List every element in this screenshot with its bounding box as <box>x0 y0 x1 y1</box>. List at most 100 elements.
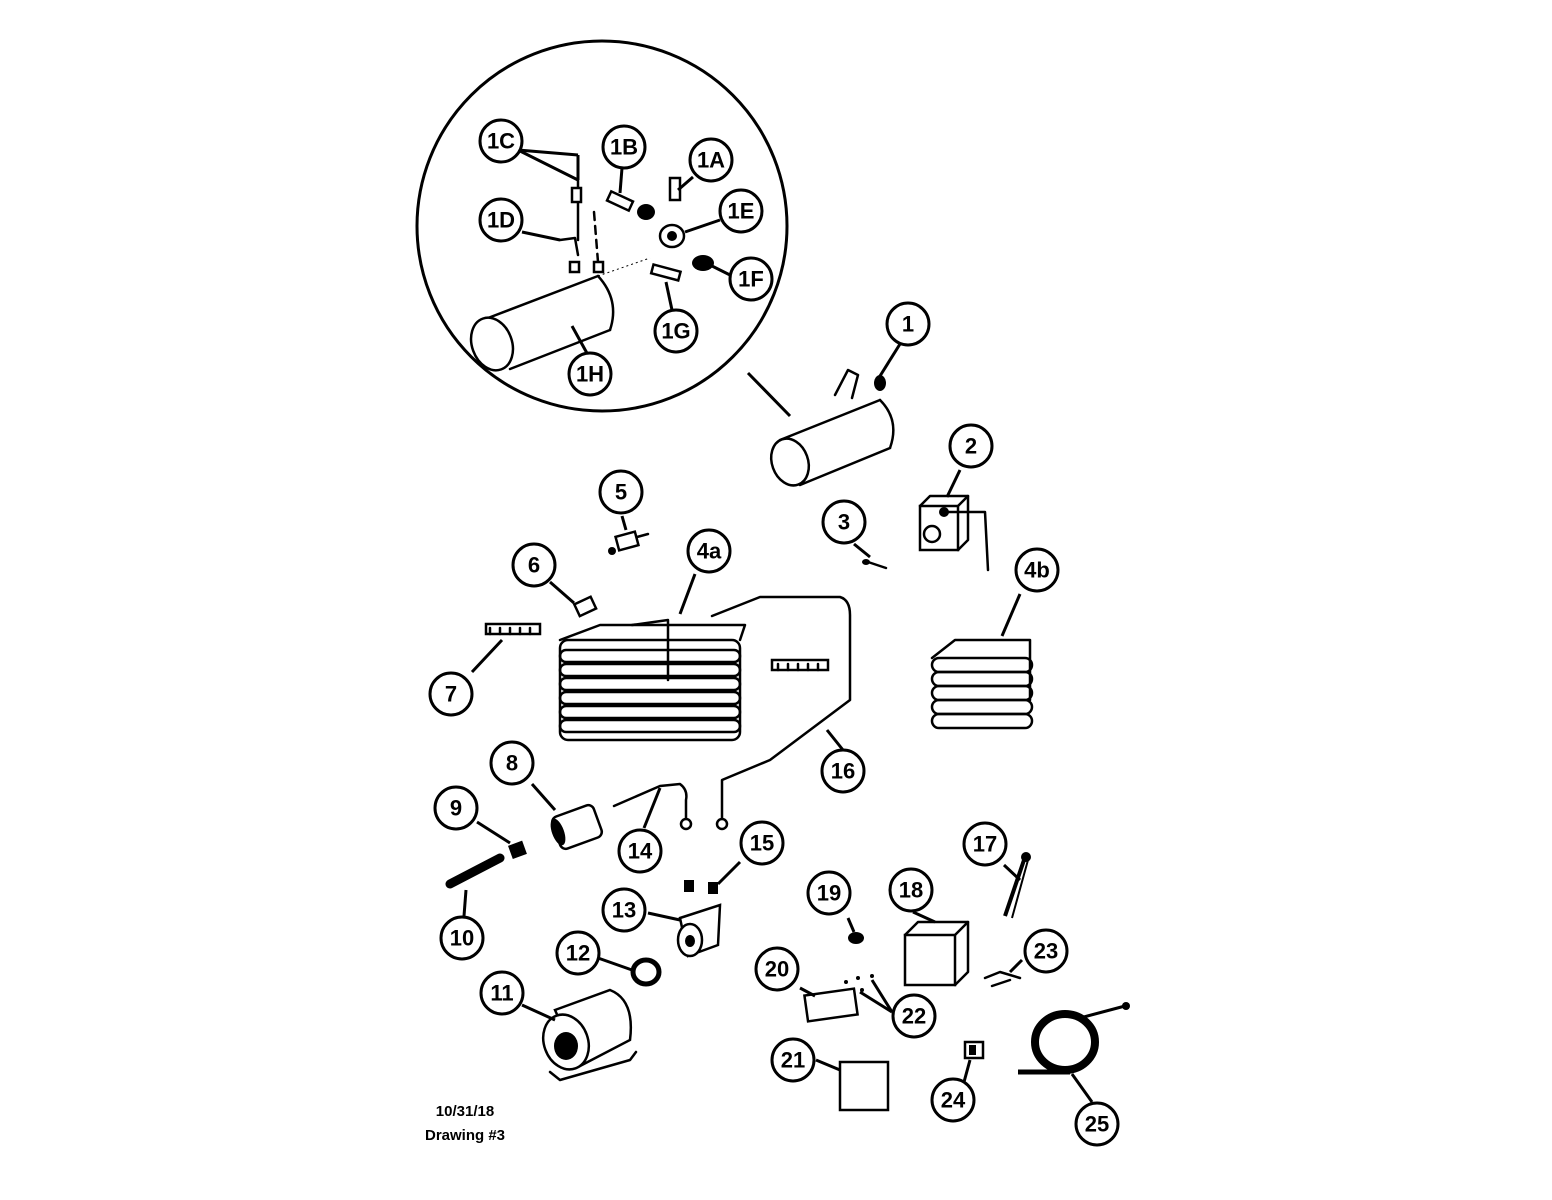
part-17-strap <box>1002 852 1031 919</box>
callout-11: 11 <box>479 970 525 1016</box>
svg-text:4a: 4a <box>697 539 722 564</box>
part-20-label <box>799 986 859 1023</box>
callout-10: 10 <box>439 915 485 961</box>
detail-leaders <box>517 148 731 356</box>
part-15-fittings <box>684 860 742 894</box>
part-1-tank <box>769 343 902 487</box>
callout-21: 21 <box>770 1037 816 1083</box>
detail-tube-1h <box>469 257 651 372</box>
part-14-tube <box>612 782 693 831</box>
part-5-valve <box>608 515 650 555</box>
svg-text:21: 21 <box>781 1048 805 1073</box>
callout-3: 3 <box>821 499 867 545</box>
callout-7: 7 <box>428 671 474 717</box>
svg-text:1F: 1F <box>738 267 764 292</box>
part-7-strip <box>470 622 830 674</box>
part-2-control-box <box>918 469 990 572</box>
callout-13: 13 <box>601 887 647 933</box>
callout-17: 17 <box>962 821 1008 867</box>
svg-text:2: 2 <box>965 434 977 459</box>
callout-5: 5 <box>598 469 644 515</box>
svg-text:1C: 1C <box>487 129 515 154</box>
callout-1a: 1A <box>688 137 734 183</box>
part-11-motor <box>521 988 638 1082</box>
svg-text:15: 15 <box>750 831 774 856</box>
part-4a-coil <box>558 573 852 831</box>
svg-text:23: 23 <box>1034 939 1058 964</box>
part-19-grommet <box>846 917 864 944</box>
drawing-date: 10/31/18 <box>435 1103 495 1120</box>
callout-16: 16 <box>820 748 866 794</box>
callout-12: 12 <box>555 930 601 976</box>
callout-1d: 1D <box>478 197 524 243</box>
svg-text:1D: 1D <box>487 208 515 233</box>
svg-text:6: 6 <box>528 553 540 578</box>
callout-18: 18 <box>888 867 934 913</box>
drawing-number: Drawing #3 <box>424 1127 506 1144</box>
part-9-nut <box>476 820 527 859</box>
callout-1b: 1B <box>601 124 647 170</box>
svg-text:1H: 1H <box>576 362 604 387</box>
svg-text:14: 14 <box>628 839 653 864</box>
callout-4b: 4b <box>1014 547 1060 593</box>
part-12-clamp <box>597 956 662 987</box>
svg-text:4b: 4b <box>1024 558 1050 583</box>
svg-text:1A: 1A <box>697 148 725 173</box>
svg-text:16: 16 <box>831 759 855 784</box>
svg-text:12: 12 <box>566 941 590 966</box>
callout-20: 20 <box>754 946 800 992</box>
part-16-leader <box>825 729 845 751</box>
callout-19: 19 <box>806 870 852 916</box>
callout-14: 14 <box>617 828 663 874</box>
callout-1h: 1H <box>567 351 613 397</box>
svg-text:1E: 1E <box>728 199 755 224</box>
svg-text:20: 20 <box>765 957 789 982</box>
part-25-power-cord <box>1018 1002 1130 1103</box>
detail-components <box>558 176 714 282</box>
svg-text:19: 19 <box>817 881 841 906</box>
callout-6: 6 <box>511 542 557 588</box>
detail-view-circle <box>415 39 792 418</box>
svg-text:1G: 1G <box>661 319 690 344</box>
svg-text:1B: 1B <box>610 135 638 160</box>
part-13-housing <box>647 903 722 958</box>
callout-25: 25 <box>1074 1101 1120 1147</box>
part-4b-coil <box>930 593 1034 730</box>
svg-text:9: 9 <box>450 796 462 821</box>
svg-text:3: 3 <box>838 510 850 535</box>
svg-text:22: 22 <box>902 1004 926 1029</box>
svg-text:11: 11 <box>490 981 513 1006</box>
part-18-box <box>903 910 970 987</box>
callout-1e: 1E <box>718 188 764 234</box>
svg-text:25: 25 <box>1085 1112 1109 1137</box>
callout-1c: 1C <box>478 118 524 164</box>
part-6-sleeve <box>549 580 598 618</box>
callout-22: 22 <box>891 993 937 1039</box>
callout-1: 1 <box>885 301 931 347</box>
svg-text:13: 13 <box>612 898 636 923</box>
svg-text:18: 18 <box>899 878 923 903</box>
part-22-screws <box>844 974 894 1014</box>
part-23-clip <box>983 958 1024 988</box>
svg-text:5: 5 <box>615 480 627 505</box>
part-8-cap <box>530 783 604 851</box>
callout-2: 2 <box>948 423 994 469</box>
svg-text:1: 1 <box>902 312 914 337</box>
part-10-rod <box>445 853 505 917</box>
callout-9: 9 <box>433 785 479 831</box>
svg-text:8: 8 <box>506 751 518 776</box>
svg-text:7: 7 <box>445 682 457 707</box>
callout-24: 24 <box>930 1077 976 1123</box>
callout-1g: 1G <box>653 308 699 354</box>
callout-23: 23 <box>1023 928 1069 974</box>
part-3-fitting <box>853 542 888 570</box>
callout-1f: 1F <box>728 256 774 302</box>
part-24-switch <box>962 1040 985 1083</box>
svg-text:17: 17 <box>973 832 997 857</box>
callout-4a: 4a <box>686 528 732 574</box>
callout-8: 8 <box>489 740 535 786</box>
svg-text:10: 10 <box>450 926 474 951</box>
part-21-plate <box>815 1058 890 1112</box>
svg-text:24: 24 <box>941 1088 966 1113</box>
